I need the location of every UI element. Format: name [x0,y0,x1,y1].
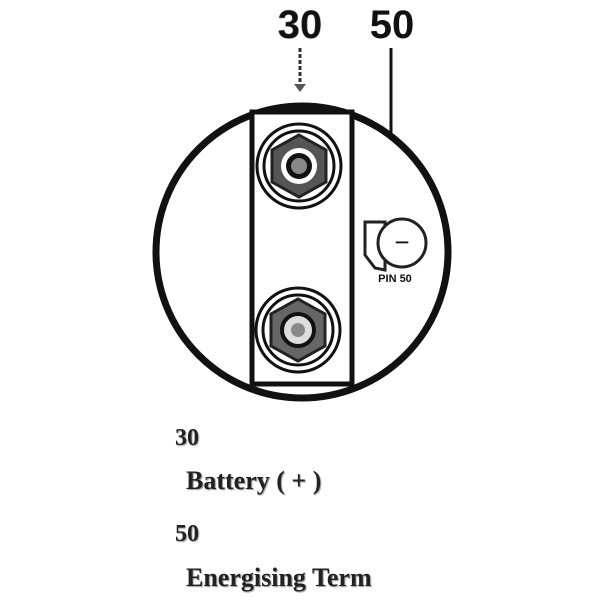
terminal-50-label: 50 [370,3,415,47]
terminal-30-label: 30 [278,3,323,47]
arrow-30 [294,48,306,92]
legend-description-50: Energising Term [186,563,372,592]
legend-terminal-30: 30 [175,425,199,451]
legend-description-30: Battery ( + ) [186,466,322,495]
pin-50-label: PIN 50 [378,273,412,285]
pin-50-connector: − PIN 50 [363,217,428,285]
terminal-31-nut [254,286,342,374]
legend-terminal-50: 50 [175,521,199,547]
pin-50-symbol: − [394,227,409,257]
terminal-30-nut [255,122,343,210]
